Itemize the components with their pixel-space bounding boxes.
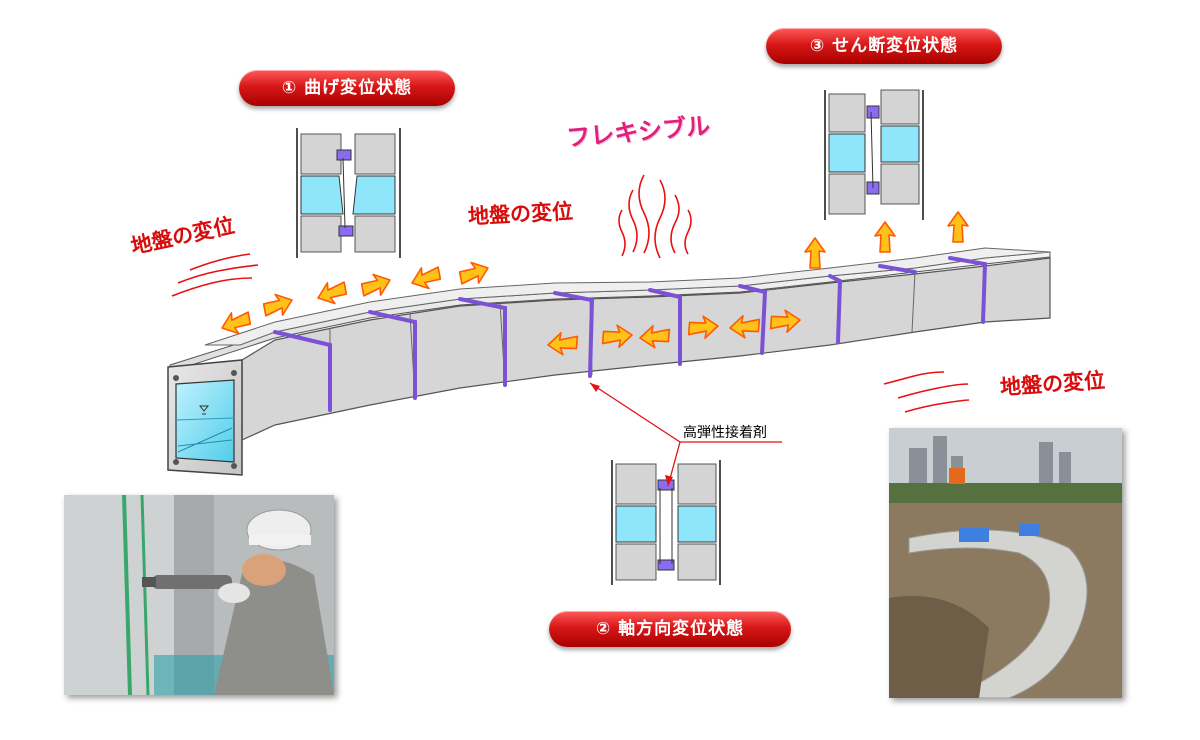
joint-detail-bending [296, 128, 401, 258]
state-label-bending: ① 曲げ変位状態 [239, 70, 455, 106]
ground-waves-center [618, 174, 692, 259]
joint-detail-shear [824, 89, 924, 220]
ground-waves-right [883, 371, 970, 413]
ground-waves-left [171, 253, 259, 297]
photo-construction-site [889, 428, 1122, 698]
photo-worker-applying-adhesive [64, 495, 334, 695]
adhesive-label: 高弾性接着剤 [683, 425, 767, 441]
state-label-shear: ③ せん断変位状態 [766, 28, 1002, 64]
adhesive-leader [589, 382, 782, 487]
ground-displacement-label-center: 地盤の変位 [467, 199, 574, 229]
joint-detail-axial [611, 460, 721, 585]
culvert-body [167, 247, 1051, 476]
state-label-axial: ② 軸方向変位状態 [549, 611, 791, 647]
